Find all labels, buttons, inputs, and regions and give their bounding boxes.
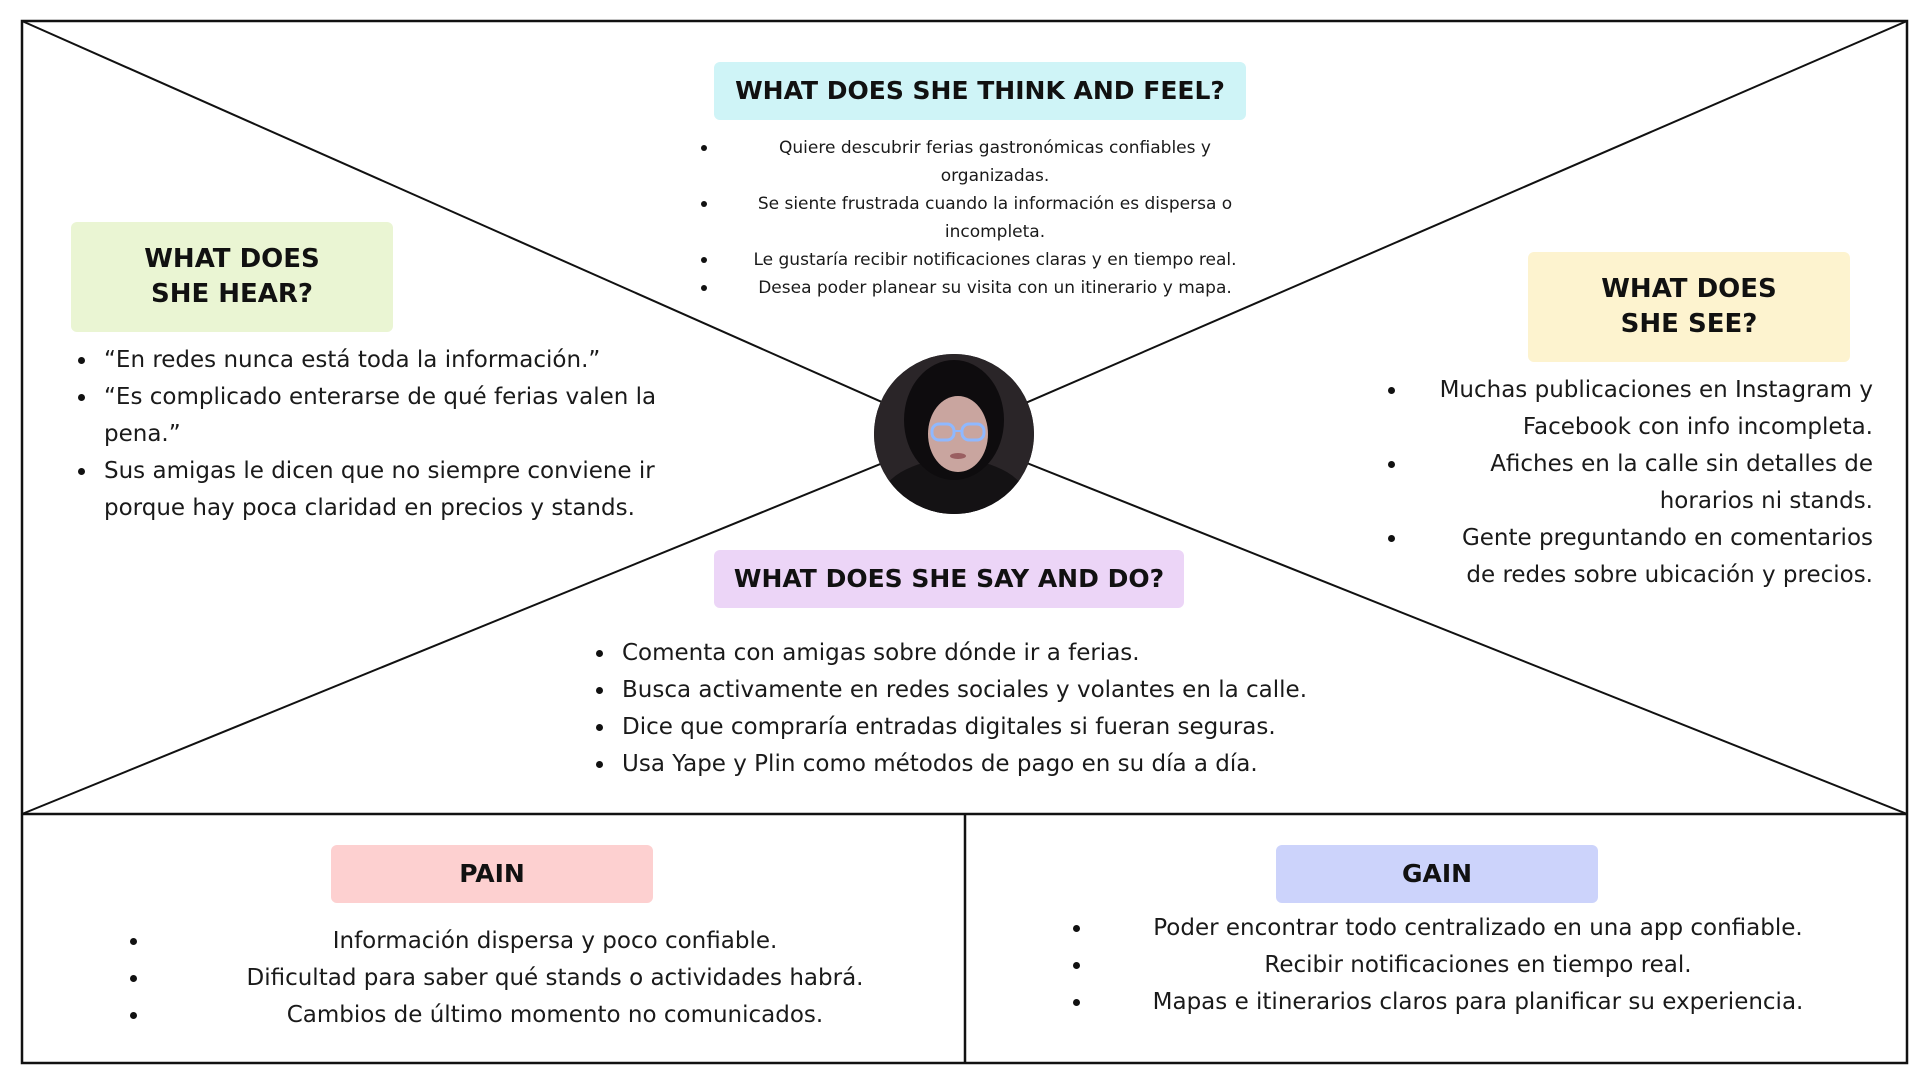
list-item: Busca activamente en redes sociales y vo… (595, 672, 1375, 709)
diagonal-bottom-right (953, 433, 1908, 815)
diagonal-top-right (953, 20, 1908, 435)
list-item: Dificultad para saber qué stands o activ… (125, 960, 945, 997)
gain-list: Poder encontrar todo centralizado en una… (1068, 910, 1848, 1021)
pain-list: Información dispersa y poco confiable. D… (125, 923, 945, 1034)
list-item: Le gustaría recibir notificaciones clara… (695, 246, 1255, 274)
list-item: Desea poder planear su visita con un iti… (695, 274, 1255, 302)
list-item: “En redes nunca está toda la información… (78, 342, 678, 379)
list-item: Quiere descubrir ferias gastronómicas co… (695, 134, 1255, 190)
see-header: WHAT DOES SHE SEE? (1528, 252, 1850, 362)
list-item: “Es complicado enterarse de qué ferias v… (78, 379, 678, 453)
list-item: Muchas publicaciones en Instagram y Face… (1380, 372, 1873, 446)
list-item: Información dispersa y poco confiable. (125, 923, 945, 960)
say-do-list: Comenta con amigas sobre dónde ir a feri… (595, 635, 1375, 783)
list-item: Cambios de último momento no comunicados… (125, 997, 945, 1034)
list-item: Se siente frustrada cuando la informació… (695, 190, 1255, 246)
hear-header: WHAT DOES SHE HEAR? (71, 222, 393, 332)
list-item: Poder encontrar todo centralizado en una… (1068, 910, 1848, 947)
list-item: Comenta con amigas sobre dónde ir a feri… (595, 635, 1375, 672)
think-feel-list: Quiere descubrir ferias gastronómicas co… (695, 134, 1255, 302)
see-list: Muchas publicaciones en Instagram y Face… (1380, 372, 1873, 594)
list-item: Recibir notificaciones en tiempo real. (1068, 947, 1848, 984)
think-feel-header: WHAT DOES SHE THINK AND FEEL? (714, 62, 1246, 120)
hear-list: “En redes nunca está toda la información… (78, 342, 678, 527)
gain-header: GAIN (1276, 845, 1598, 903)
list-item: Usa Yape y Plin como métodos de pago en … (595, 746, 1375, 783)
diagonal-bottom-left (21, 433, 955, 815)
list-item: Dice que compraría entradas digitales si… (595, 709, 1375, 746)
list-item: Mapas e itinerarios claros para planific… (1068, 984, 1848, 1021)
pain-header: PAIN (331, 845, 653, 903)
say-do-header: WHAT DOES SHE SAY AND DO? (714, 550, 1184, 608)
list-item: Afiches en la calle sin detalles de hora… (1380, 446, 1873, 520)
persona-avatar (874, 354, 1034, 514)
list-item: Sus amigas le dicen que no siempre convi… (78, 453, 678, 527)
diagonal-top-left (21, 20, 955, 435)
list-item: Gente preguntando en comentarios de rede… (1380, 520, 1873, 594)
